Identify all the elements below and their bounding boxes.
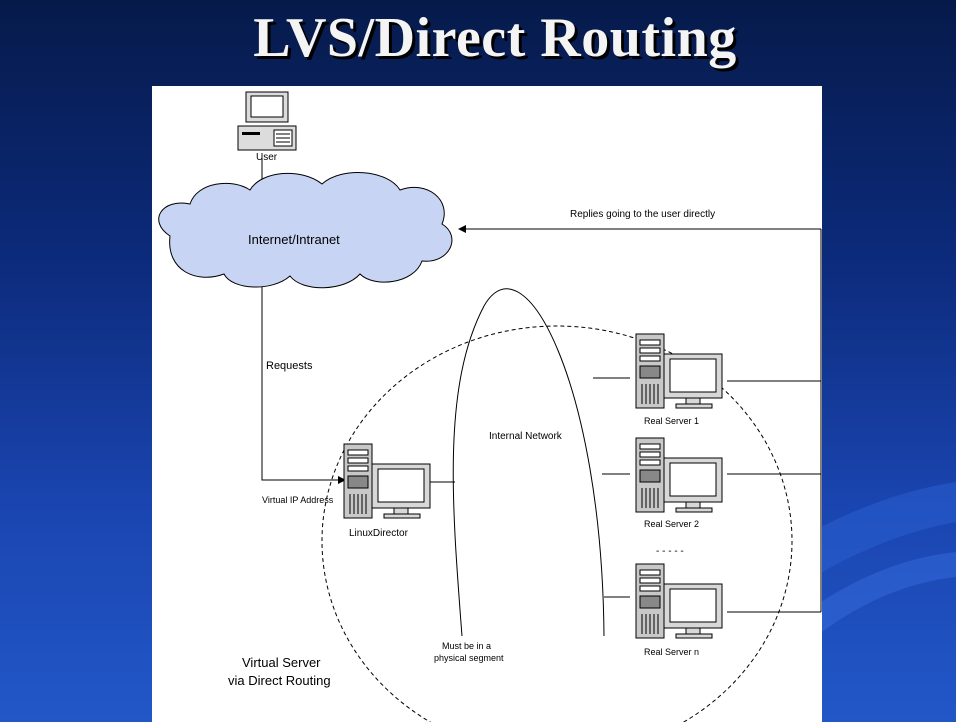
real-server-2-icon bbox=[635, 437, 723, 513]
requests-link bbox=[261, 278, 340, 481]
replies-label: Replies going to the user directly bbox=[570, 209, 715, 220]
real-server-1-icon bbox=[635, 333, 723, 409]
replies-arrowhead bbox=[458, 225, 466, 233]
linux-director-icon bbox=[343, 443, 431, 519]
real-server-n-label: Real Server n bbox=[644, 647, 699, 657]
segment-note-line-2: physical segment bbox=[434, 653, 504, 663]
requests-label: Requests bbox=[266, 360, 313, 372]
real-server-n-icon bbox=[635, 563, 723, 639]
server-ellipsis: - - - - - bbox=[656, 546, 684, 557]
requests-arrowhead bbox=[338, 476, 346, 484]
real-server-2-label: Real Server 2 bbox=[644, 519, 699, 529]
caption-line-2: via Direct Routing bbox=[228, 673, 331, 688]
internal-network-label: Internal Network bbox=[489, 431, 563, 442]
cloud-label: Internet/Intranet bbox=[248, 232, 340, 247]
user-label: User bbox=[256, 152, 278, 163]
diagram-panel: User Internet/Intranet Replies going to … bbox=[152, 86, 822, 722]
virtual-server-boundary bbox=[321, 325, 793, 722]
vip-label: Virtual IP Address bbox=[262, 495, 334, 505]
director-label: LinuxDirector bbox=[349, 528, 409, 539]
slide-title: LVS/Direct Routing bbox=[253, 7, 737, 69]
internal-network-loop bbox=[452, 288, 605, 637]
real-server-1-label: Real Server 1 bbox=[644, 416, 699, 426]
internet-cloud bbox=[158, 172, 453, 289]
user-computer-icon bbox=[237, 91, 297, 151]
caption-line-1: Virtual Server bbox=[242, 655, 321, 670]
segment-note-line-1: Must be in a bbox=[442, 641, 491, 651]
